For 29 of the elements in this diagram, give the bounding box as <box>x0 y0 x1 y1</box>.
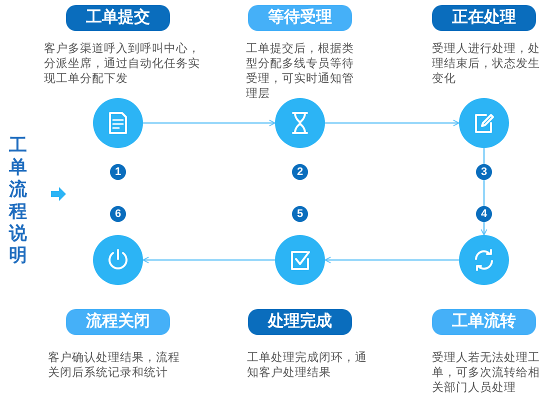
step-circle <box>459 235 509 285</box>
heading-pill: 处理完成 <box>248 309 352 335</box>
step-circle <box>275 235 325 285</box>
step-circle <box>275 98 325 148</box>
description: 客户确认处理结果，流程关闭后系统记录和统计 <box>48 351 181 381</box>
description: 受理人若无法处理工单，可多次流转给相关部门人员处理 <box>432 351 541 396</box>
arrow <box>324 256 459 264</box>
step-circle <box>93 98 143 148</box>
arrow <box>143 120 276 126</box>
title: 工单流程说明 <box>9 134 28 266</box>
heading-pill: 工单提交 <box>66 5 170 31</box>
step-number: 1 <box>110 164 126 180</box>
arrow <box>325 120 460 126</box>
heading-pill: 工单流转 <box>432 309 536 335</box>
step-circle <box>93 235 143 285</box>
description: 工单处理完成闭环，通知客户处理结果 <box>247 351 368 381</box>
step-number: 6 <box>110 206 126 222</box>
description: 客户多渠道呼入到呼叫中心，分派坐席，通过自动化任务实现工单分配下发 <box>44 42 201 87</box>
step-number: 4 <box>476 206 492 222</box>
step-circle <box>459 98 509 148</box>
arrow <box>142 256 275 264</box>
heading-pill: 正在处理 <box>432 5 536 31</box>
heading-pill: 等待受理 <box>248 5 352 31</box>
description: 工单提交后，根据类型分配多线专员等待受理，可实时通知管理层 <box>246 42 355 102</box>
step-number: 3 <box>476 164 492 180</box>
heading-pill: 流程关闭 <box>66 309 170 335</box>
description: 受理人进行处理，处理结束后，状态发生变化 <box>432 42 541 87</box>
step-number: 2 <box>292 164 308 180</box>
step-number: 5 <box>292 206 308 222</box>
